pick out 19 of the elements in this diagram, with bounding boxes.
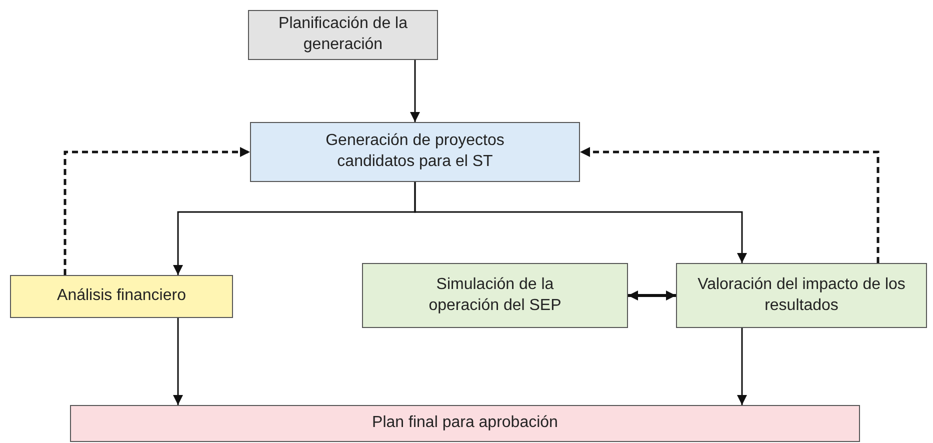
box-label: Planificación de la generación [278,14,408,55]
box-label: Generación de proyectos candidatos para el ST [324,131,506,172]
process-box [676,263,927,328]
process-box [362,263,628,328]
arrow [64,147,250,275]
arrow [410,60,420,122]
arrow [173,318,183,405]
process-box [70,405,860,442]
arrow [414,182,747,263]
box-label: Simulación de la operación del SEP [428,274,562,316]
process-box [248,10,438,60]
process-box [250,122,580,182]
arrow [580,147,880,263]
box-label: Plan final para aprobación [372,413,558,434]
box-label: Análisis financiero [57,286,186,306]
process-box [10,275,233,318]
box-label: Valoración del impacto de los resultados [696,274,906,316]
arrow [628,290,676,300]
arrow [737,328,747,405]
